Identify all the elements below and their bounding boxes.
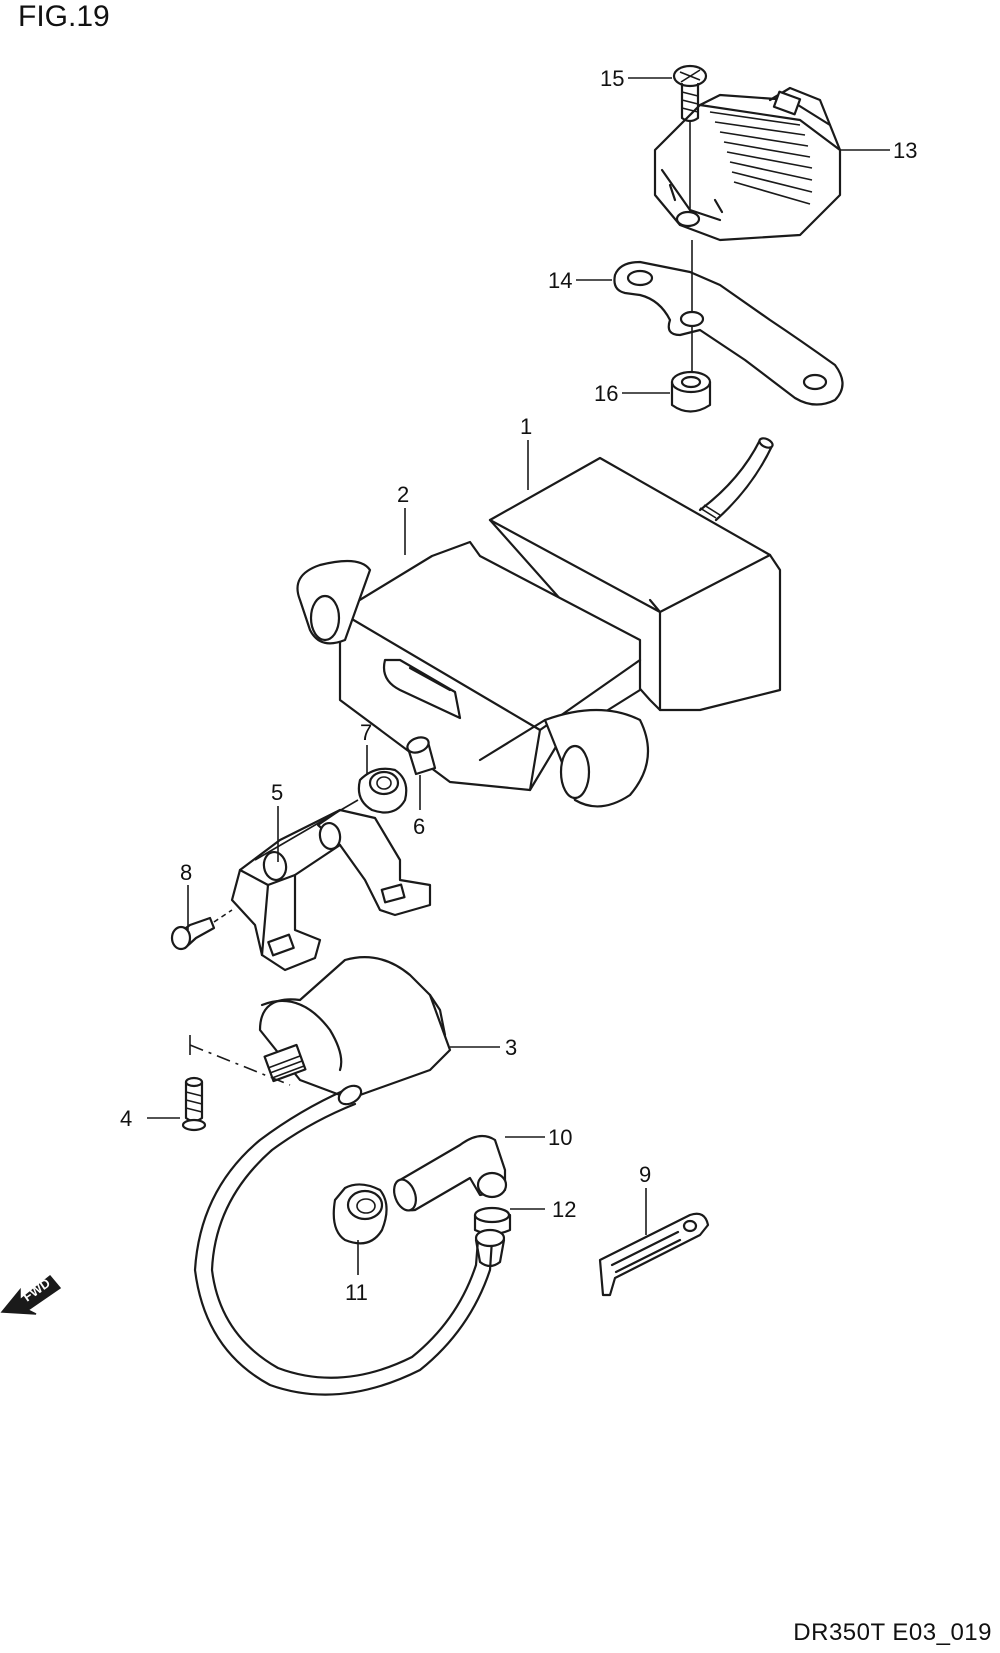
part-1-cdi-unit [488,437,782,712]
part-6-collar [406,736,437,776]
part-8-bolt [170,909,233,951]
part-2-holder [296,540,650,808]
callout-9: 9 [639,1162,651,1187]
callout-15: 15 [600,66,624,91]
callout-4: 4 [120,1106,132,1131]
callout-16: 16 [594,381,618,406]
callout-3: 3 [505,1035,517,1060]
callout-2: 2 [397,482,409,507]
leader-lines [147,77,890,1275]
callout-labels: 1 2 3 4 5 6 7 8 9 10 11 12 13 14 15 16 [120,66,917,1305]
part-16-nut [670,370,712,413]
figure-title: FIG.19 [18,0,110,33]
callout-14: 14 [548,268,572,293]
callout-8: 8 [180,860,192,885]
fwd-arrow: FWD [0,1274,62,1315]
part-12-boot [473,1206,512,1268]
callout-13: 13 [893,138,917,163]
part-9-clamp [598,1212,710,1297]
callout-10: 10 [548,1125,572,1150]
callout-6: 6 [413,814,425,839]
callout-1: 1 [520,414,532,439]
callout-12: 12 [552,1197,576,1222]
callout-7: 7 [360,720,372,745]
part-10-plug-cap [393,1134,508,1212]
part-7-grommet [357,767,408,814]
part-15-screw [672,64,708,212]
part-14-bracket [613,240,844,406]
part-4-screw [181,1076,207,1132]
callout-11: 11 [345,1280,368,1305]
callout-5: 5 [271,780,283,805]
drawing-code: DR350T E03_019 [793,1619,992,1646]
part-3-ignition-coil [189,956,494,1396]
part-5-bracket [230,799,432,972]
part-11-grommet [332,1183,388,1245]
